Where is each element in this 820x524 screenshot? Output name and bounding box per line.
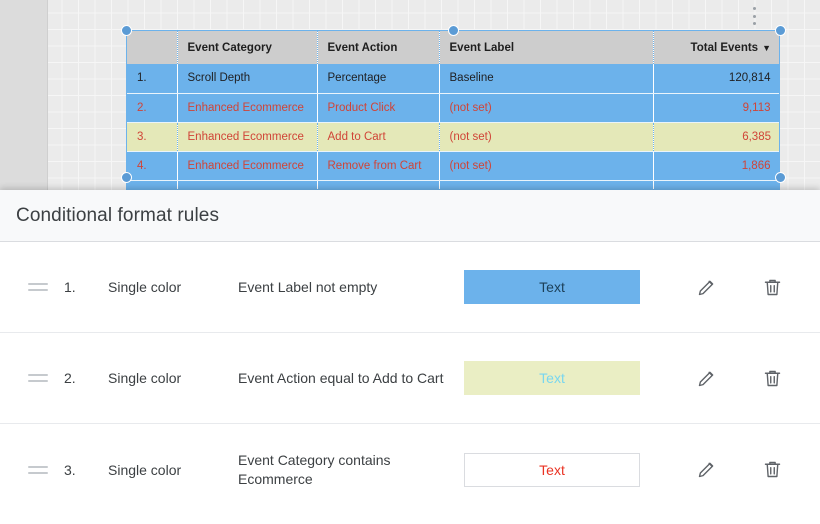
cell-event-action: Percentage <box>317 64 439 94</box>
pencil-icon[interactable] <box>694 458 718 482</box>
rule-index: 1. <box>64 279 76 295</box>
table-row[interactable]: 5. Enhanced Ecommerce Quickview Click An… <box>127 180 779 189</box>
cell-total-events: 1,220 <box>653 180 779 189</box>
rule-color-preview[interactable]: Text <box>464 270 640 304</box>
events-table: Event Category Event Action Event Label … <box>127 31 779 189</box>
rule-row[interactable]: 3. Single color Event Category contains … <box>0 424 820 515</box>
column-header-index[interactable] <box>127 31 178 64</box>
cell-event-label: Baseline <box>439 64 653 94</box>
cell-index: 3. <box>127 122 178 152</box>
cell-event-label: (not set) <box>439 151 653 181</box>
column-header-event-category[interactable]: Event Category <box>177 31 318 64</box>
rule-description: Event Action equal to Add to Cart <box>238 369 444 386</box>
rule-swatch-wrap: Text <box>464 452 672 487</box>
rule-swatch-wrap: Text <box>464 270 672 304</box>
column-header-total-events-label: Total Events <box>690 41 759 54</box>
selection-handle-bottom-right[interactable] <box>775 172 786 183</box>
cell-event-label: Android Tape Hoodie Black <box>439 180 653 189</box>
table-row[interactable]: 1. Scroll Depth Percentage Baseline 120,… <box>127 64 779 94</box>
cell-total-events: 9,113 <box>653 93 779 123</box>
table-row[interactable]: 2. Enhanced Ecommerce Product Click (not… <box>127 93 779 123</box>
rule-description: Event Category contains Ecommerce <box>238 451 391 487</box>
table-widget[interactable]: Event Category Event Action Event Label … <box>126 30 780 190</box>
cell-event-action: Quickview Click <box>317 180 439 189</box>
cell-event-label: (not set) <box>439 93 653 123</box>
cell-total-events: 1,866 <box>653 151 779 181</box>
rule-color-preview[interactable]: Text <box>464 452 640 487</box>
selection-handle-top-left[interactable] <box>121 25 132 36</box>
rule-index: 2. <box>64 370 76 386</box>
cell-total-events: 6,385 <box>653 122 779 152</box>
cell-index: 2. <box>127 93 177 123</box>
rule-type: Single color <box>108 370 182 386</box>
pencil-icon[interactable] <box>694 275 718 299</box>
more-vert-icon[interactable] <box>748 5 760 27</box>
sort-descending-icon[interactable]: ▼ <box>762 42 771 53</box>
table-row[interactable]: 4. Enhanced Ecommerce Remove from Cart (… <box>127 151 779 181</box>
rule-actions <box>672 458 806 482</box>
selection-handle-top-center[interactable] <box>448 25 459 36</box>
trash-icon[interactable] <box>760 458 784 482</box>
report-canvas[interactable]: Event Category Event Action Event Label … <box>0 0 820 190</box>
cell-index: 4. <box>127 151 177 181</box>
table-header: Event Category Event Action Event Label … <box>127 31 779 64</box>
selection-handle-bottom-left[interactable] <box>121 172 132 183</box>
rule-color-preview[interactable]: Text <box>464 361 640 395</box>
cell-event-category: Enhanced Ecommerce <box>177 93 317 123</box>
cell-index: 1. <box>127 64 177 94</box>
selection-handle-top-right[interactable] <box>775 25 786 36</box>
rule-type: Single color <box>108 461 182 478</box>
dialog-header: Conditional format rules <box>0 190 820 242</box>
cell-event-category: Enhanced Ecommerce <box>177 151 317 181</box>
rule-sample-text: Text <box>539 461 565 478</box>
conditional-format-rules-dialog: Conditional format rules 1. Single color… <box>0 190 820 524</box>
drag-handle-icon[interactable] <box>28 374 54 382</box>
rule-type: Single color <box>108 279 182 295</box>
canvas-left-rail <box>0 0 48 190</box>
rule-index: 3. <box>64 461 76 478</box>
trash-icon[interactable] <box>760 275 784 299</box>
rules-list: 1. Single color Event Label not empty Te… <box>0 242 820 515</box>
rule-row[interactable]: 2. Single color Event Action equal to Ad… <box>0 333 820 424</box>
cell-event-action: Product Click <box>317 93 439 123</box>
rule-sample-text: Text <box>539 370 565 386</box>
dialog-title: Conditional format rules <box>16 204 220 226</box>
table-row[interactable]: 3. Enhanced Ecommerce Add to Cart (not s… <box>127 122 779 152</box>
cell-event-action: Remove from Cart <box>317 151 439 181</box>
column-header-event-label[interactable]: Event Label <box>439 31 654 64</box>
cell-event-action: Add to Cart <box>317 122 440 152</box>
drag-handle-icon[interactable] <box>28 465 54 474</box>
cell-event-category: Enhanced Ecommerce <box>177 180 317 189</box>
drag-handle-icon[interactable] <box>28 283 54 291</box>
rule-description: Event Label not empty <box>238 278 378 295</box>
column-header-event-action[interactable]: Event Action <box>317 31 440 64</box>
rule-actions <box>672 366 806 390</box>
table-body: 1. Scroll Depth Percentage Baseline 120,… <box>127 64 779 189</box>
trash-icon[interactable] <box>760 366 784 390</box>
cell-event-category: Scroll Depth <box>177 64 317 94</box>
rule-swatch-wrap: Text <box>464 361 672 395</box>
cell-event-label: (not set) <box>439 122 654 152</box>
rule-actions <box>672 275 806 299</box>
cell-total-events: 120,814 <box>653 64 779 94</box>
pencil-icon[interactable] <box>694 366 718 390</box>
cell-index: 5. <box>127 180 177 189</box>
cell-event-category: Enhanced Ecommerce <box>177 122 318 152</box>
rule-row[interactable]: 1. Single color Event Label not empty Te… <box>0 242 820 333</box>
rule-sample-text: Text <box>539 279 565 295</box>
column-header-total-events[interactable]: Total Events▼ <box>653 31 779 64</box>
table-header-row: Event Category Event Action Event Label … <box>127 31 779 64</box>
